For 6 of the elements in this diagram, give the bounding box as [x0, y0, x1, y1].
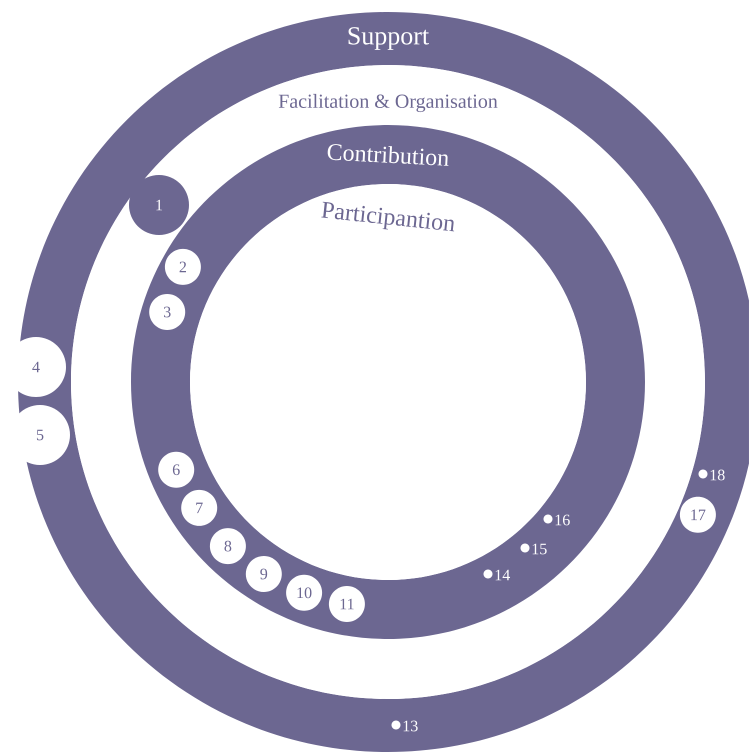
dot-label: 16 [544, 514, 570, 526]
node-label: 4 [32, 362, 40, 372]
dot-label: 14 [484, 570, 510, 580]
dot-label: 13 [392, 720, 418, 732]
node-label: 5 [36, 430, 44, 440]
dot-label: 15 [520, 544, 547, 554]
